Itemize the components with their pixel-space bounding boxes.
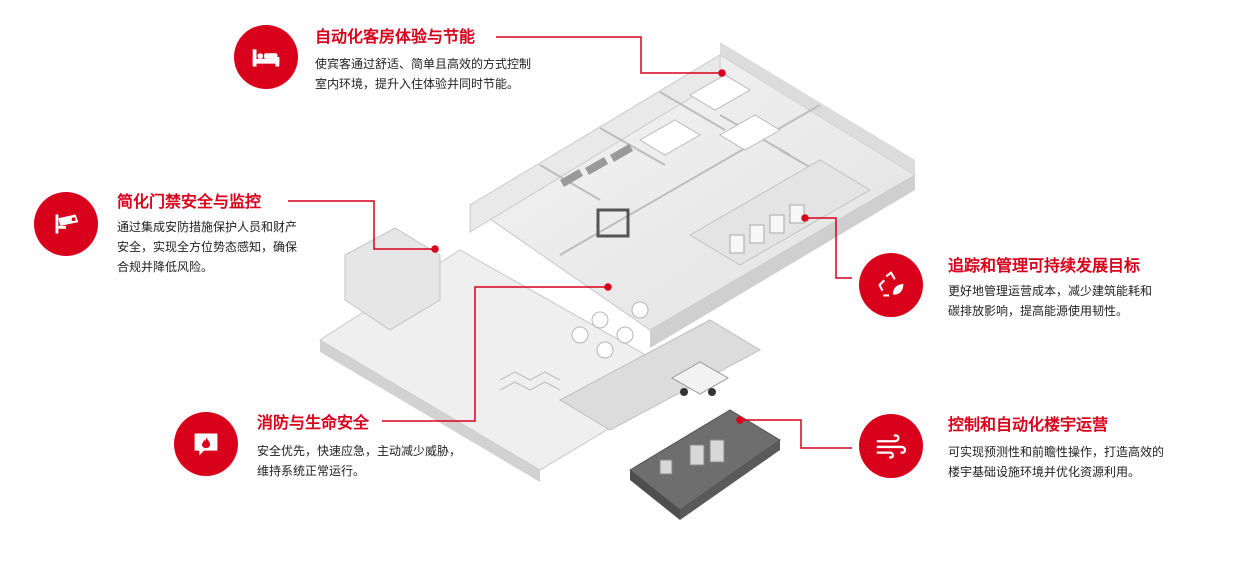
security-camera-icon bbox=[34, 192, 98, 256]
wind-icon bbox=[859, 414, 923, 478]
sustainability-title: 追踪和管理可持续发展目标 bbox=[948, 256, 1141, 275]
operations-title: 控制和自动化楼宇运营 bbox=[948, 415, 1109, 434]
plant-equipment bbox=[659, 439, 725, 475]
access-line-2: 安全，实现全方位势态感知，确保 bbox=[117, 240, 298, 254]
beds bbox=[639, 74, 781, 156]
sustainability-description: 更好地管理运营成本，减少建筑能耗和 碳排放影响，提高能源使用韧性。 bbox=[948, 281, 1152, 321]
recycle-leaf-icon bbox=[859, 253, 923, 317]
sustainability-line-2: 碳排放影响，提高能源使用韧性。 bbox=[948, 304, 1129, 318]
right-back-wall bbox=[720, 42, 915, 175]
fire-line-2: 维持系统正常运行。 bbox=[257, 464, 366, 478]
car bbox=[670, 361, 730, 396]
access-title: 简化门禁安全与监控 bbox=[117, 192, 262, 211]
guestroom-description: 使宾客通过舒适、简单且高效的方式控制 室内环境，提升入住体验并同时节能。 bbox=[315, 54, 531, 94]
plant-room-side bbox=[680, 440, 780, 520]
gym-equipment bbox=[560, 143, 634, 238]
fire-title: 消防与生命安全 bbox=[257, 413, 370, 432]
access-line-1: 通过集成安防措施保护人员和财产 bbox=[117, 220, 298, 234]
fire-alarm-icon bbox=[174, 412, 238, 476]
guestroom-line-2: 室内环境，提升入住体验并同时节能。 bbox=[315, 77, 520, 91]
operations-description: 可实现预测性和前瞻性操作，打造高效的 楼宇基础设施环境并优化资源利用。 bbox=[948, 442, 1164, 482]
sustainability-line-1: 更好地管理运营成本，减少建筑能耗和 bbox=[948, 284, 1153, 298]
bed-icon bbox=[234, 25, 298, 89]
service-equipment bbox=[729, 204, 805, 254]
guestroom-line-1: 使宾客通过舒适、简单且高效的方式控制 bbox=[315, 57, 532, 71]
access-description: 通过集成安防措施保护人员和财产 安全，实现全方位势态感知，确保 合规并降低风险。 bbox=[117, 217, 297, 277]
fire-description: 安全优先，快速应急，主动减少威胁， 维持系统正常运行。 bbox=[257, 441, 461, 481]
operations-line-2: 楼宇基础设施环境并优化资源利用。 bbox=[948, 465, 1141, 479]
fire-line-1: 安全优先，快速应急，主动减少威胁， bbox=[257, 444, 462, 458]
operations-line-1: 可实现预测性和前瞻性操作，打造高效的 bbox=[948, 445, 1165, 459]
plant-room-wall bbox=[630, 470, 680, 520]
access-line-3: 合规并降低风险。 bbox=[117, 260, 214, 274]
guestroom-title: 自动化客房体验与节能 bbox=[315, 27, 476, 46]
